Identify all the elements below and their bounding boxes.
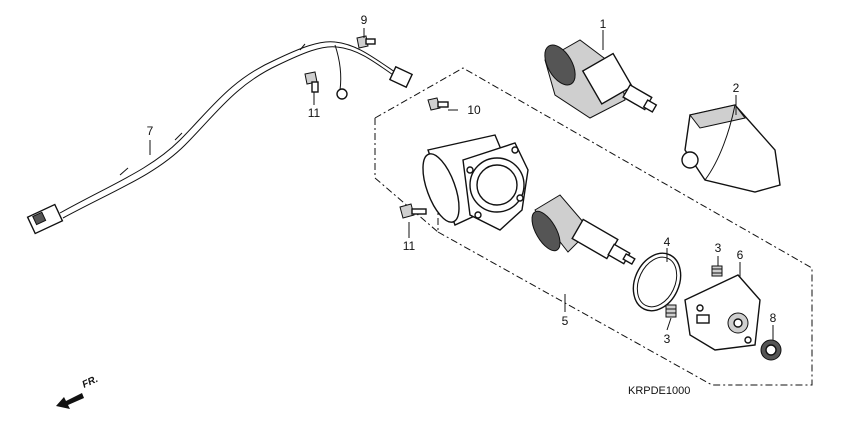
washer (760, 339, 782, 361)
callout-10: 10 (467, 103, 481, 117)
leader-lines (149, 28, 774, 340)
front-arrow-icon: FR. (56, 374, 100, 409)
armature (531, 194, 636, 266)
wire-harness (26, 41, 414, 235)
callout-9: 9 (361, 13, 368, 27)
motor-housing (422, 134, 529, 231)
callout-11-bottom: 11 (403, 239, 416, 253)
callout-3-upper: 3 (715, 241, 722, 255)
bolt-11-bottom (399, 203, 427, 219)
dust-cover (681, 104, 781, 193)
brush-holder (684, 274, 761, 351)
bolt-11-top (304, 71, 319, 93)
callout-4: 4 (664, 235, 671, 249)
o-ring (632, 252, 682, 312)
callout-11-top: 11 (308, 106, 321, 120)
callout-numbers: 1 2 3 3 4 5 6 7 8 9 10 11 11 (147, 13, 777, 346)
callout-8: 8 (770, 311, 777, 325)
diagram-code: KRPDE1000 (628, 385, 690, 397)
spring-upper (711, 265, 723, 277)
callout-5: 5 (562, 314, 569, 328)
callout-3-lower: 3 (664, 332, 671, 346)
bolt-9 (356, 35, 376, 49)
callout-7: 7 (147, 124, 154, 138)
bolt-10 (427, 97, 449, 111)
callout-2: 2 (733, 81, 740, 95)
spring-lower (665, 304, 677, 318)
callout-6: 6 (737, 248, 744, 262)
callout-1: 1 (600, 17, 607, 31)
front-label: FR. (81, 374, 100, 391)
starter-clutch (544, 39, 658, 119)
